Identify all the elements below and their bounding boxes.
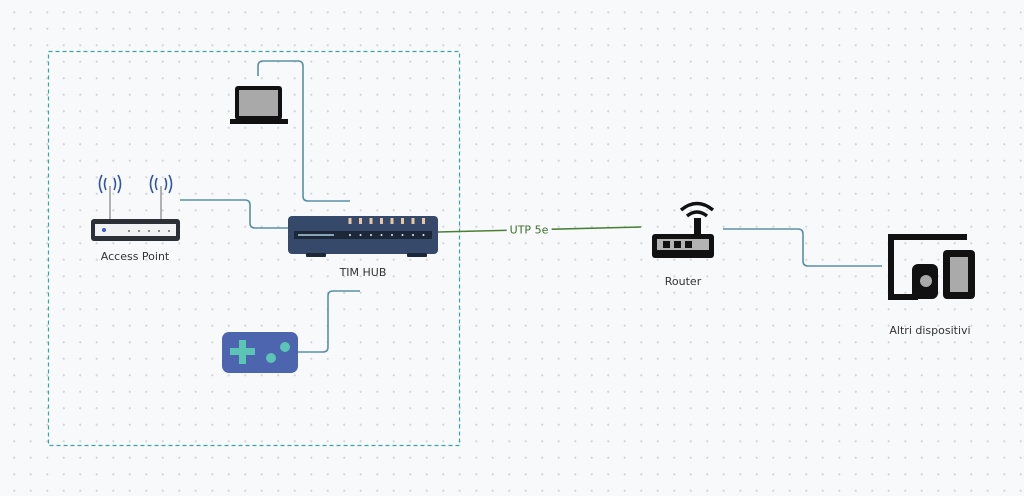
hub-led (411, 218, 415, 224)
hub-port-dot (391, 234, 393, 236)
hub-port-dot (349, 234, 351, 236)
router-icon[interactable] (652, 201, 715, 259)
hub-port-dot (422, 234, 425, 236)
label-router: Router (664, 275, 702, 288)
edge-ap-hub[interactable] (180, 199, 290, 229)
access-point-icon[interactable] (91, 174, 180, 241)
hub-led (369, 218, 373, 224)
hub-port-dot (401, 234, 404, 236)
edge-router-devices[interactable] (723, 228, 882, 267)
game-controller-icon[interactable] (222, 332, 298, 373)
other-devices-icon[interactable] (888, 234, 975, 300)
group-boundary[interactable] (47, 50, 461, 447)
hub-led (380, 218, 383, 224)
hub-port-dot (412, 234, 414, 236)
hub-led (422, 218, 425, 224)
hub-port-dot (380, 234, 383, 236)
hub-port-dot (359, 234, 362, 236)
hub-led (359, 218, 362, 224)
hub-led (390, 218, 394, 224)
hub-led (401, 218, 404, 224)
hub-port-dot (370, 234, 372, 236)
edge-laptop-hub[interactable] (257, 60, 350, 202)
edge-label-utp: UTP 5e (506, 223, 552, 237)
label-other-devices: Altri dispositivi (889, 324, 971, 337)
edge-controller-hub[interactable] (298, 290, 360, 353)
laptop-icon[interactable] (230, 86, 288, 124)
hub-icon[interactable] (288, 216, 438, 257)
label-hub: TIM HUB (339, 266, 387, 279)
hub-led (348, 218, 352, 224)
label-access-point: Access Point (100, 250, 170, 263)
